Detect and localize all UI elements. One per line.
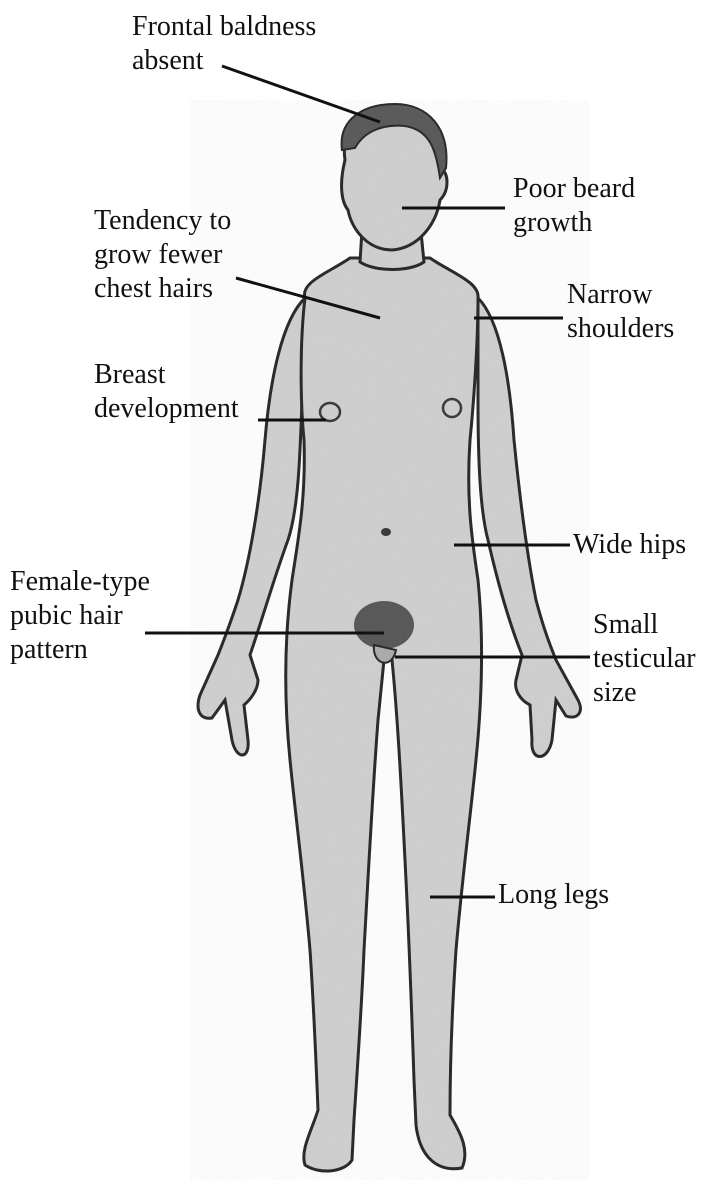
label-narrow-shoulders: Narrow shoulders: [567, 278, 674, 346]
label-long-legs: Long legs: [498, 878, 609, 912]
label-female-pubic: Female-type pubic hair pattern: [10, 565, 150, 667]
label-chest-hair: Tendency to grow fewer chest hairs: [94, 204, 231, 306]
label-breast-development: Breast development: [94, 358, 239, 426]
label-small-testicular: Small testicular size: [593, 608, 696, 710]
label-frontal-baldness: Frontal baldness absent: [132, 10, 316, 78]
label-wide-hips: Wide hips: [573, 528, 686, 562]
human-figure: [190, 100, 590, 1180]
label-poor-beard: Poor beard growth: [513, 172, 635, 240]
